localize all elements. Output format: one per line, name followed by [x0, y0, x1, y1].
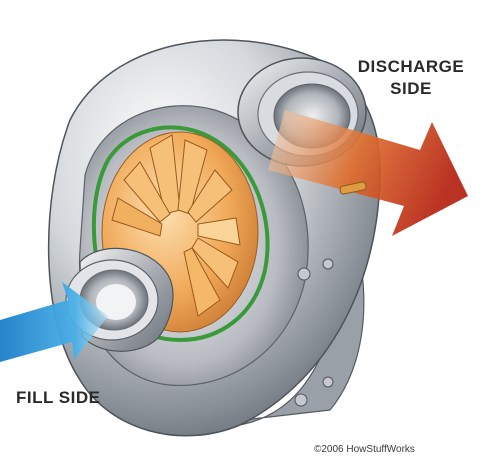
- bolt: [322, 376, 334, 388]
- discharge-label-line2: SIDE: [390, 79, 432, 98]
- bolt: [294, 393, 308, 407]
- fill-side-label: FILL SIDE: [16, 388, 101, 407]
- impeller-blade: [187, 169, 233, 223]
- impeller-blade: [197, 217, 241, 246]
- pump-shaft: [339, 181, 367, 195]
- discharge-arrow: [268, 110, 468, 236]
- impeller-blade: [183, 247, 221, 317]
- discharge-side-label: DISCHARGE SIDE: [352, 56, 470, 100]
- housing-bolts: [294, 258, 334, 407]
- discharge-label-line1: DISCHARGE: [357, 57, 465, 76]
- impeller-blade: [123, 161, 171, 223]
- bolt: [322, 258, 334, 270]
- impeller-blade: [111, 197, 163, 237]
- bolt: [297, 267, 311, 281]
- impeller-blades: [111, 134, 241, 317]
- copyright-notice: ©2006 HowStuffWorks: [314, 444, 415, 455]
- fill-arrow: [0, 282, 108, 362]
